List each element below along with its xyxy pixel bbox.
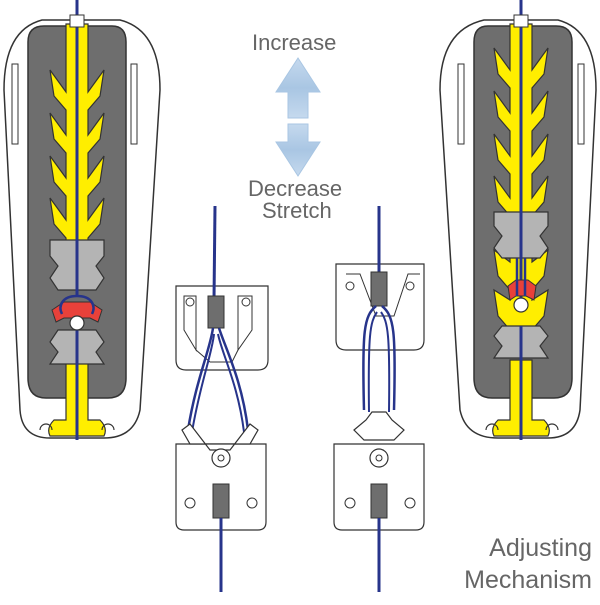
- tight-lower-plate-top: [353, 411, 405, 441]
- increase-label: Increase: [252, 30, 337, 55]
- loose-lower-crimp: [212, 483, 230, 519]
- left-housing-notch: [39, 423, 115, 431]
- loose-upper-screw-left: [185, 297, 195, 307]
- right-housing: [439, 0, 597, 440]
- tight-lower-screw-left: [344, 497, 356, 509]
- tight-lower-screw-right: [404, 497, 416, 509]
- tight-upper-plate-inner: [346, 273, 420, 317]
- loose-upper-plate-inner-right: [237, 295, 253, 352]
- title-line-2: Mechanism: [464, 566, 592, 594]
- loose-lower-plate-top: [181, 423, 259, 451]
- tight-cable-split-inner: [367, 311, 391, 413]
- mechanism-loose: [175, 205, 269, 592]
- loose-cable-top: [212, 205, 217, 301]
- tight-cable-split: [362, 305, 396, 411]
- mechanism-tight: [333, 206, 425, 592]
- right-cable-loop: [515, 258, 527, 296]
- loose-lower-screw-right: [246, 497, 258, 509]
- tight-upper-screw-right: [405, 281, 415, 291]
- tight-upper-plate: [335, 263, 425, 351]
- tight-upper-crimp: [370, 271, 388, 307]
- tight-lower-crimp: [370, 483, 388, 519]
- tight-pivot-inner: [375, 454, 383, 462]
- loose-upper-plate-v: [195, 349, 239, 363]
- loose-cable-split-inner: [191, 333, 245, 433]
- stretch-label: Stretch: [262, 198, 332, 223]
- right-cable-guide: [513, 14, 529, 28]
- loose-cable-split: [186, 327, 250, 431]
- double-vertical-arrow-icon: [275, 57, 321, 177]
- right-housing-slot-left: [457, 63, 465, 145]
- left-cable-guide: [69, 14, 85, 28]
- right-housing-slot-right: [577, 63, 585, 145]
- loose-lower-screw-left: [184, 497, 196, 509]
- left-housing-slot-right: [130, 63, 138, 145]
- decrease-label: Decrease: [248, 176, 343, 201]
- right-pivot-pin: [513, 297, 529, 313]
- loose-upper-crimp: [207, 295, 225, 329]
- loose-pivot-inner: [217, 454, 225, 462]
- right-red-clip: [507, 279, 537, 301]
- left-cable-loop: [59, 294, 95, 315]
- loose-upper-screw-right: [241, 297, 251, 307]
- tight-upper-screw-left: [345, 281, 355, 291]
- left-housing: [3, 0, 161, 440]
- left-red-clip: [51, 301, 103, 323]
- left-housing-slot-left: [11, 63, 19, 145]
- right-housing-notch: [485, 423, 559, 431]
- left-pivot-pin: [69, 315, 85, 331]
- title-line-1: Adjusting: [489, 534, 592, 562]
